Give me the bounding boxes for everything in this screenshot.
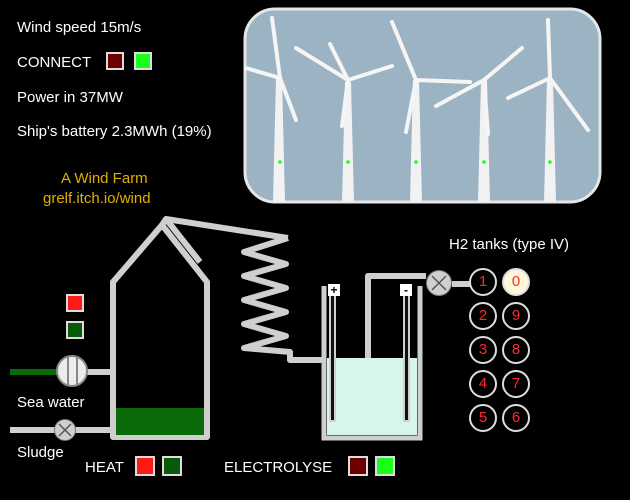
electrolyse-label: ELECTROLYSE — [224, 459, 333, 476]
turbine-window — [243, 7, 602, 204]
turbine-rotor — [434, 46, 524, 136]
game-title: A Wind Farm — [61, 170, 148, 187]
electrolyser-tank — [321, 286, 423, 441]
turbine-tower — [410, 80, 422, 202]
h2-tank-9[interactable]: 9 — [502, 302, 530, 330]
h2-tank-6[interactable]: 6 — [502, 404, 530, 432]
heater-vessel — [110, 222, 210, 440]
sea-water-pump[interactable] — [56, 355, 88, 387]
turbine-rotor — [506, 18, 590, 132]
h2-tank-4[interactable]: 4 — [469, 370, 497, 398]
sea-water-label: Sea water — [17, 394, 85, 411]
h2-tank-7[interactable]: 7 — [502, 370, 530, 398]
h2-tank-8[interactable]: 8 — [502, 336, 530, 364]
turbine-tower — [544, 80, 556, 202]
heat-on-button[interactable] — [162, 456, 182, 476]
cathode-terminal: - — [400, 284, 412, 296]
h2-tank-5[interactable]: 5 — [469, 404, 497, 432]
power-readout: Power in 37MW — [17, 89, 123, 106]
h2-tanks-label: H2 tanks (type IV) — [449, 236, 570, 253]
h2-tank-1[interactable]: 1 — [469, 268, 497, 296]
seawater-on-button[interactable] — [66, 321, 84, 339]
connect-on-button[interactable] — [134, 52, 152, 70]
heat-off-button[interactable] — [135, 456, 155, 476]
turbine-rotor — [244, 16, 298, 122]
h2-tank-0[interactable]: 0 — [502, 268, 530, 296]
seawater-off-button[interactable] — [66, 294, 84, 312]
turbine-rotor — [390, 20, 472, 134]
wind-speed-readout: Wind speed 15m/s — [17, 19, 142, 36]
valve-cross-icon — [431, 275, 447, 291]
sludge-valve[interactable] — [54, 419, 76, 441]
h2-tank-2[interactable]: 2 — [469, 302, 497, 330]
connect-label: CONNECT — [17, 54, 92, 71]
electrolyse-on-button[interactable] — [375, 456, 395, 476]
anode-terminal: + — [328, 284, 340, 296]
turbine-rotor — [294, 42, 394, 128]
sludge-label: Sludge — [17, 444, 64, 461]
heat-label: HEAT — [85, 459, 124, 476]
pump-divider — [76, 357, 78, 385]
pump-divider — [67, 357, 69, 385]
h2-tank-3[interactable]: 3 — [469, 336, 497, 364]
turbine-tower — [273, 78, 285, 202]
battery-readout: Ship's battery 2.3MWh (19%) — [17, 123, 212, 140]
valve-cross-icon — [58, 423, 72, 437]
heater-water — [116, 408, 204, 435]
h2-valve[interactable] — [426, 270, 452, 296]
electrolyse-off-button[interactable] — [348, 456, 368, 476]
game-url-link[interactable]: grelf.itch.io/wind — [43, 190, 151, 207]
connect-off-button[interactable] — [106, 52, 124, 70]
